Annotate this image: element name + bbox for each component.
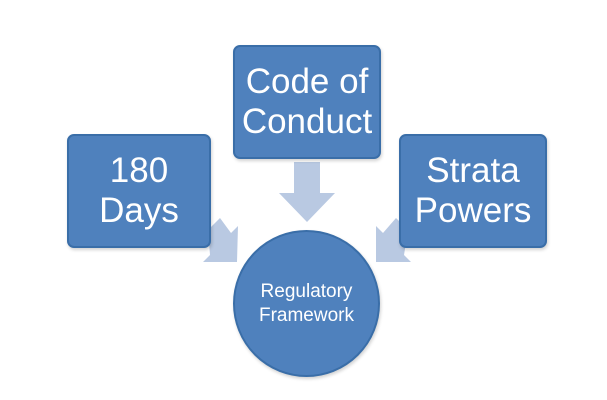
node-regulatory-framework-line2: Framework — [258, 304, 354, 326]
node-180-days-label: 180 Days — [95, 151, 183, 231]
node-code-of-conduct: Code of Conduct — [233, 45, 381, 159]
node-code-of-conduct-line1: Code of — [245, 62, 369, 101]
node-regulatory-framework-line1: Regulatory — [260, 280, 353, 302]
node-strata-powers-label: Strata Powers — [411, 151, 536, 231]
node-regulatory-framework: Regulatory Framework — [233, 230, 380, 377]
arrow-code-to-framework — [279, 162, 335, 222]
node-strata-powers: Strata Powers — [399, 134, 547, 248]
node-180-days-line1: 180 — [109, 151, 169, 190]
node-180-days-line2: Days — [99, 191, 179, 230]
node-180-days: 180 Days — [67, 134, 211, 248]
node-regulatory-framework-label: Regulatory Framework — [247, 280, 367, 328]
node-strata-powers-line2: Powers — [414, 191, 532, 230]
node-code-of-conduct-line2: Conduct — [241, 102, 373, 141]
arrow-days-to-framework — [203, 218, 238, 262]
node-strata-powers-line1: Strata — [426, 151, 520, 190]
node-code-of-conduct-label: Code of Conduct — [238, 62, 376, 142]
